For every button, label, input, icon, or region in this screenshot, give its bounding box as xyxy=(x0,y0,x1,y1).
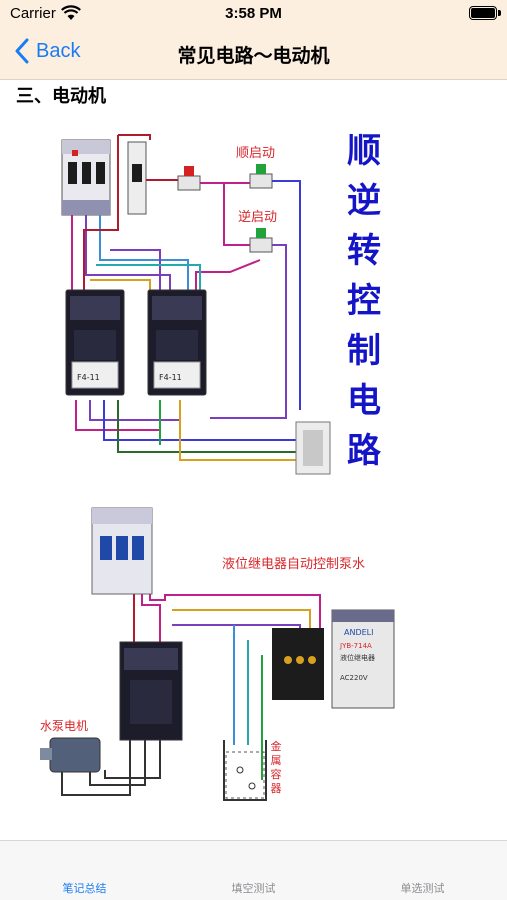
circuit-breaker xyxy=(61,139,111,216)
chevron-left-icon xyxy=(15,38,29,64)
vertical-title-char: 顺 xyxy=(347,131,381,171)
three-phase-motor xyxy=(295,421,331,475)
pump-motor xyxy=(40,737,101,773)
tab-fill-blank-test[interactable]: 填空测试 xyxy=(169,841,338,900)
contactor-3 xyxy=(119,641,183,741)
tab-label: 单选测试 xyxy=(400,882,445,895)
motor-circuit-diagrams: 顺启动 逆启动 xyxy=(40,131,395,801)
vertical-title-char: 控 xyxy=(347,281,381,321)
tab-label: 填空测试 xyxy=(231,882,276,895)
section-title: 三、电动机 xyxy=(16,86,106,107)
stop-button-component xyxy=(177,166,201,191)
metal-container-label: 金 属 容 器 xyxy=(271,739,282,795)
navigation-bar: Back 常见电路～电动机 xyxy=(0,28,507,80)
relay-voltage: AC220V xyxy=(340,674,368,682)
vertical-title: 顺 逆 转 控 制 电 路 xyxy=(347,131,382,471)
page-title: 常见电路～电动机 xyxy=(177,45,330,67)
metal-container-char: 金 xyxy=(271,739,282,753)
metal-container-char: 器 xyxy=(271,782,282,795)
forward-start-label: 顺启动 xyxy=(236,146,275,161)
note-content[interactable]: 三、电动机 xyxy=(0,80,507,840)
metal-container-char: 容 xyxy=(271,767,282,781)
pump-motor-label: 水泵电机 xyxy=(40,719,88,733)
battery-icon xyxy=(469,6,501,20)
status-bar: Carrier 3:58 PM xyxy=(0,0,507,28)
vertical-title-char: 路 xyxy=(347,431,382,471)
forward-reverse-diagram: 顺启动 逆启动 xyxy=(61,131,382,475)
wifi-icon xyxy=(61,5,81,20)
contactor-model-label-2: F4-11 xyxy=(159,373,182,382)
vertical-title-char: 电 xyxy=(347,381,381,421)
metal-container xyxy=(223,740,267,801)
reverse-start-button-component xyxy=(249,228,273,253)
relay-base xyxy=(272,628,324,700)
metal-container-char: 属 xyxy=(271,754,282,767)
back-button[interactable]: Back xyxy=(14,38,80,64)
vertical-title-char: 逆 xyxy=(347,181,381,221)
relay-name: 液位继电器 xyxy=(340,653,375,662)
status-time: 3:58 PM xyxy=(225,5,282,22)
tab-bar: 笔记总结 填空测试 单选测试 xyxy=(0,840,507,900)
diagram2-title: 液位继电器自动控制泵水 xyxy=(222,557,365,572)
back-label: Back xyxy=(36,39,81,62)
level-relay-module: ANDELI JYB-714A 液位继电器 AC220V xyxy=(331,609,395,709)
vertical-title-char: 转 xyxy=(347,231,381,271)
tab-single-choice-test[interactable]: 单选测试 xyxy=(338,841,507,900)
tab-label: 笔记总结 xyxy=(62,882,107,895)
contactor-km2: F4-11 xyxy=(147,289,207,396)
forward-start-button-component xyxy=(249,164,273,189)
relay-model: JYB-714A xyxy=(339,642,372,650)
circuit-breaker-2 xyxy=(91,507,153,595)
reverse-start-label: 逆启动 xyxy=(238,209,277,225)
vertical-title-char: 制 xyxy=(347,331,381,371)
contactor-model-label: F4-11 xyxy=(77,373,100,382)
relay-brand: ANDELI xyxy=(344,628,374,637)
contactor-km1: F4-11 xyxy=(65,289,125,396)
tab-notes[interactable]: 笔记总结 xyxy=(0,841,169,900)
level-relay-pump-diagram: 液位继电器自动控制泵水 xyxy=(40,507,395,801)
carrier-label: Carrier xyxy=(10,5,56,22)
control-breaker xyxy=(127,141,147,215)
